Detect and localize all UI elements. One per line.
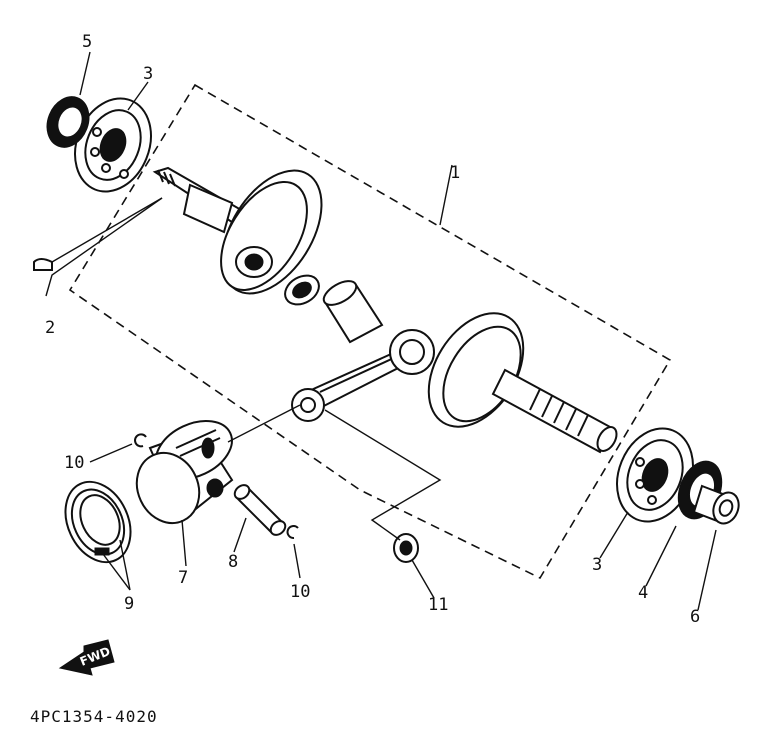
leader-pin-to-rod xyxy=(227,404,301,443)
left-oil-seal xyxy=(46,96,90,148)
leader-c2 xyxy=(45,197,163,297)
leader-c10b xyxy=(293,543,301,579)
needle-bearing xyxy=(284,274,320,306)
leader-c9a xyxy=(99,549,131,591)
left-bearing xyxy=(74,97,152,193)
leader-c5 xyxy=(79,51,91,96)
circlip-lower xyxy=(286,525,299,539)
callout-3-right: 3 xyxy=(592,555,602,575)
crank-pin xyxy=(322,280,384,344)
part-code: 4PC1354-4020 xyxy=(30,707,158,726)
piston xyxy=(135,419,234,525)
leader-c1 xyxy=(439,164,453,226)
callout-11: 11 xyxy=(428,595,448,615)
crankshaft-left-half xyxy=(152,166,323,295)
leader-c9b xyxy=(119,539,131,591)
callout-3-left: 3 xyxy=(143,64,153,84)
leader-c6 xyxy=(697,529,717,611)
callout-2: 2 xyxy=(45,318,55,338)
crankshaft-assembly-boundary xyxy=(68,83,672,580)
piston-rings xyxy=(64,480,132,564)
callout-7: 7 xyxy=(178,568,188,588)
callout-1: 1 xyxy=(450,163,460,183)
callout-10-upper: 10 xyxy=(64,453,84,473)
connecting-rod xyxy=(291,329,435,422)
callout-4: 4 xyxy=(638,583,648,603)
woodruff-key xyxy=(33,258,53,271)
leader-c3b xyxy=(599,511,629,559)
leader-c4 xyxy=(645,525,677,587)
small-end-bearing xyxy=(393,533,419,563)
leader-bearing-to-rod xyxy=(324,409,442,541)
leader-c11 xyxy=(411,559,435,599)
leader-c3a xyxy=(127,81,149,111)
circlip-upper xyxy=(134,433,147,448)
leader-c8 xyxy=(233,517,247,553)
forward-arrow-icon: FWD xyxy=(58,639,115,676)
leader-c10a xyxy=(89,443,133,463)
callout-8: 8 xyxy=(228,552,238,572)
collar xyxy=(692,484,740,525)
callout-10-lower: 10 xyxy=(290,582,310,602)
callout-9: 9 xyxy=(124,594,134,614)
crankshaft-right-half xyxy=(427,312,618,454)
callout-6: 6 xyxy=(690,607,700,627)
leader-c7 xyxy=(181,519,187,567)
leader-woodruff-seat xyxy=(51,197,163,263)
callout-5: 5 xyxy=(82,32,92,52)
piston-pin xyxy=(233,484,287,536)
